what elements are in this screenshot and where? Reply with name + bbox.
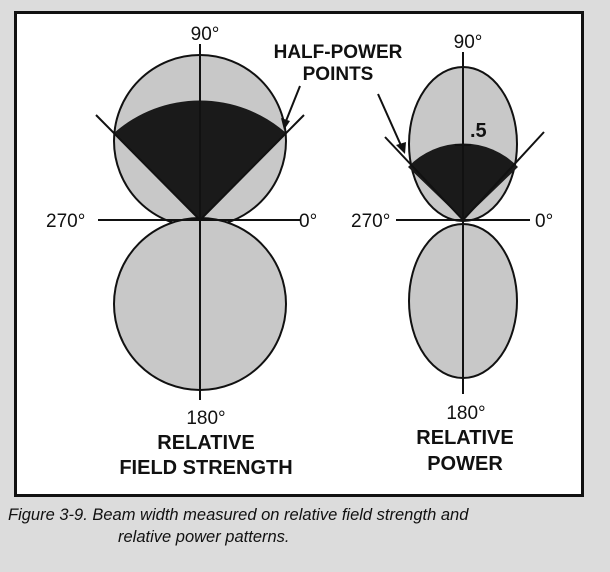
power-half-value-label: .5: [470, 120, 487, 142]
power-title-line2: POWER: [427, 453, 503, 475]
field-left-beam-edge: [95, 114, 201, 221]
field-title-line2: FIELD STRENGTH: [119, 457, 292, 479]
power-angle-180: 180°: [446, 403, 485, 424]
pointer-to-power-point: [377, 93, 404, 151]
pointer-to-field-point: [283, 85, 301, 127]
field-strength-pattern: [95, 44, 305, 400]
field-title-line1: RELATIVE: [157, 432, 254, 454]
field-angle-180: 180°: [186, 408, 225, 429]
field-angle-270: 270°: [46, 211, 85, 232]
half-power-pointers: [281, 85, 406, 154]
power-pattern: [384, 52, 545, 394]
power-left-beam-edge: [384, 136, 464, 221]
power-angle-90: 90°: [454, 32, 483, 53]
field-angle-0: 0°: [299, 211, 317, 232]
power-title-line1: RELATIVE: [416, 427, 513, 449]
power-angle-270: 270°: [351, 211, 390, 232]
caption-line2: relative power patterns.: [118, 528, 290, 546]
field-right-beam-edge: [199, 114, 305, 221]
arrowhead-field-point: [281, 118, 290, 130]
field-angle-90: 90°: [191, 24, 220, 45]
power-right-beam-edge: [462, 131, 545, 221]
caption-line1: Figure 3-9. Beam width measured on relat…: [8, 506, 469, 524]
arrowhead-power-point: [396, 142, 406, 154]
power-angle-0: 0°: [535, 211, 553, 232]
half-power-label-line1: HALF-POWER: [274, 42, 403, 63]
half-power-label-line2: POINTS: [303, 64, 374, 85]
